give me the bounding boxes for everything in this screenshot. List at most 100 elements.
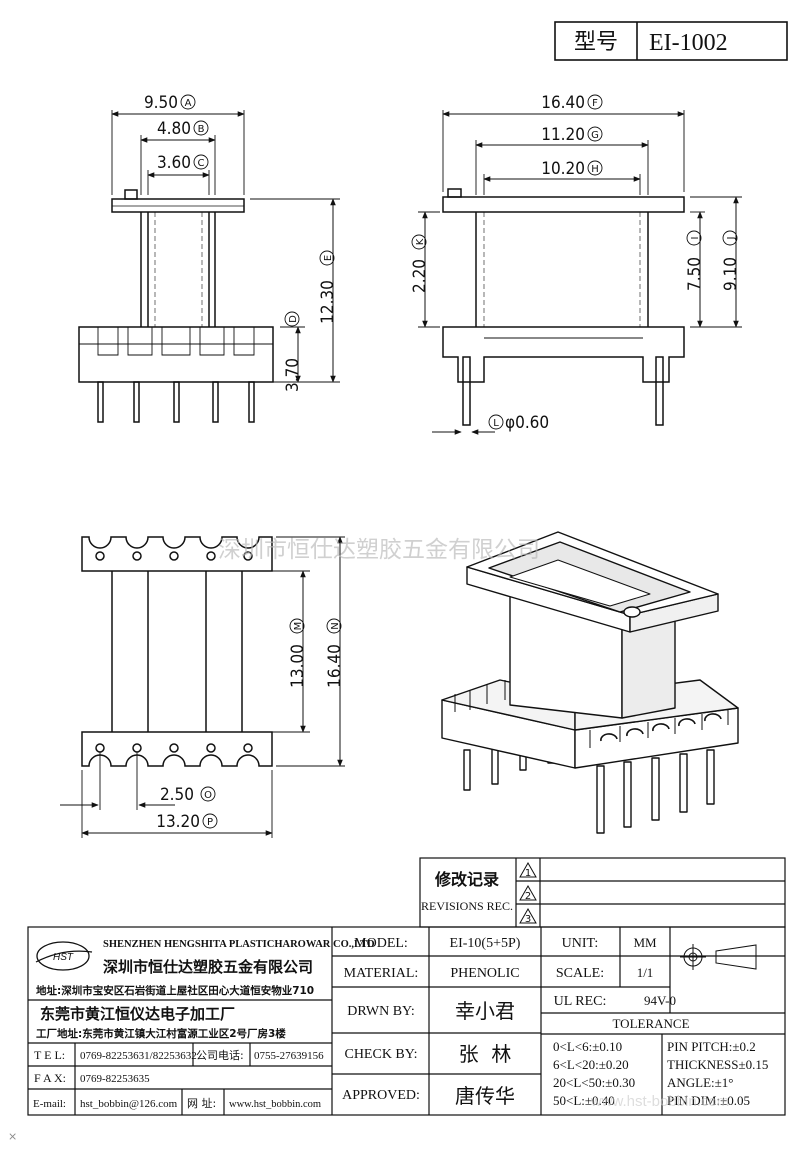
- svg-text:10.20: 10.20: [541, 159, 585, 179]
- web-value: www.hst_bobbin.com: [229, 1099, 321, 1110]
- svg-text:M: M: [293, 622, 304, 631]
- svg-text:B: B: [198, 124, 205, 135]
- tel-value: 0769-82253631/82253632: [80, 1050, 197, 1062]
- company-phone-value: 0755-27639156: [254, 1050, 324, 1062]
- svg-text:O: O: [204, 790, 212, 801]
- drawn-by-value: 幸小君: [455, 999, 515, 1023]
- web-label: 网 址:: [187, 1096, 216, 1110]
- ul-value: 94V-0: [644, 993, 676, 1008]
- tolerance-right-line: PIN PITCH:±0.2: [667, 1039, 756, 1054]
- tolerance-right-line: ANGLE:±1°: [667, 1075, 734, 1090]
- side-view-labels: 16.40 F 11.20 G 10.20 H 7.50 I 9.10 J 2.…: [410, 93, 741, 433]
- revisions-block: [419, 857, 786, 928]
- svg-text:3: 3: [525, 914, 531, 925]
- drawn-by-label: DRWN BY:: [347, 1004, 415, 1019]
- url-watermark: www.hst-bobbin.com: [590, 1093, 729, 1110]
- tolerance-label: TOLERANCE: [612, 1016, 689, 1031]
- dim-label: 4.80 B: [157, 119, 209, 139]
- corner-mark: ×: [8, 1130, 17, 1143]
- dim-label: 9.50 A: [144, 93, 196, 113]
- svg-text:E: E: [323, 255, 334, 261]
- unit-value: MM: [633, 935, 657, 950]
- revision-row: 3: [519, 907, 537, 925]
- dim-label: 16.40 N: [325, 618, 345, 688]
- dim-label: 3.70 D: [283, 311, 303, 392]
- dim-label: 10.20 H: [541, 159, 603, 179]
- approved-value: 唐传华: [455, 1084, 515, 1108]
- tolerance-left-line: 20<L<50:±0.30: [553, 1075, 635, 1090]
- dim-label: 16.40 F: [541, 93, 603, 113]
- svg-text:16.40: 16.40: [325, 644, 345, 688]
- projection-symbol-icon: [680, 944, 757, 970]
- factory-name: 东莞市黄江恒仪达电子加工厂: [40, 1005, 235, 1023]
- model-value: EI-10(5+5P): [450, 936, 521, 951]
- check-by-label: CHECK BY:: [344, 1047, 417, 1062]
- svg-text:A: A: [185, 98, 192, 109]
- model-label: MODEL:: [354, 936, 408, 951]
- revisions-subtitle: REVISIONS REC.: [421, 899, 513, 913]
- scale-value: 1/1: [637, 965, 654, 980]
- tolerance-left-line: 0<L<6:±0.10: [553, 1039, 622, 1054]
- logo-text: HST: [53, 952, 74, 963]
- revisions-title: 修改记录: [434, 870, 499, 889]
- svg-text:K: K: [415, 238, 426, 245]
- tolerance-left-line: 50<L:±0.40: [553, 1093, 615, 1108]
- email-label: E-mail:: [33, 1098, 66, 1110]
- fax-value: 0769-82253635: [80, 1073, 150, 1085]
- check-by-value: 张 林: [459, 1042, 512, 1066]
- svg-text:C: C: [198, 158, 205, 169]
- tolerance-left-line: 6<L<20:±0.20: [553, 1057, 629, 1072]
- dim-label: 2.20 K: [410, 234, 430, 293]
- title-block: [27, 926, 786, 1116]
- dim-label: L φ0.60: [488, 413, 549, 433]
- dim-label: 7.50 I: [685, 230, 705, 291]
- svg-text:3.70: 3.70: [283, 358, 303, 392]
- header-model-value: EI-1002: [649, 30, 728, 56]
- dim-label: 2.50 O: [160, 785, 216, 805]
- model-header: [554, 21, 788, 61]
- svg-text:J: J: [726, 237, 737, 241]
- side-view: [418, 110, 742, 435]
- svg-text:7.50: 7.50: [685, 257, 705, 291]
- svg-text:9.50: 9.50: [144, 93, 178, 113]
- dim-label: 13.00 M: [288, 618, 308, 688]
- company-phone-label: 公司电话:: [196, 1049, 244, 1062]
- svg-text:H: H: [591, 164, 599, 175]
- svg-text:G: G: [591, 130, 599, 141]
- tolerance-right-line: THICKNESS±0.15: [667, 1057, 768, 1072]
- svg-text:9.10: 9.10: [721, 257, 741, 291]
- svg-text:F: F: [592, 98, 598, 109]
- revision-row: 2: [519, 884, 537, 902]
- isometric-view: [441, 531, 739, 834]
- svg-text:16.40: 16.40: [541, 93, 585, 113]
- factory-address: 工厂地址:东莞市黄江镇大江村富源工业区2号厂房3楼: [36, 1027, 286, 1040]
- company-name-en: SHENZHEN HENGSHITA PLASTICHAROWAR CO.,LT…: [103, 939, 375, 950]
- svg-text:2.20: 2.20: [410, 259, 430, 293]
- top-view-labels: 13.00 M 16.40 N 2.50 O 13.20 P: [156, 618, 345, 832]
- svg-text:2: 2: [525, 891, 531, 902]
- svg-text:D: D: [288, 315, 299, 323]
- svg-text:φ0.60: φ0.60: [505, 413, 549, 433]
- ul-label: UL REC:: [554, 994, 607, 1009]
- svg-text:4.80: 4.80: [157, 119, 191, 139]
- material-value: PHENOLIC: [450, 966, 519, 981]
- dim-label: 3.60 C: [157, 153, 209, 173]
- svg-text:13.20: 13.20: [156, 812, 200, 832]
- svg-text:P: P: [207, 817, 213, 828]
- fax-label: F A X:: [34, 1071, 66, 1085]
- tel-label: T E L:: [34, 1048, 65, 1062]
- email-value: hst_bobbin@126.com: [80, 1098, 178, 1110]
- svg-text:1: 1: [525, 868, 531, 879]
- front-view: [78, 110, 340, 423]
- tolerance-right-line: PIN DIM:±0.05: [667, 1093, 750, 1108]
- dim-label: 13.20 P: [156, 812, 218, 832]
- revision-row: 1: [519, 861, 537, 879]
- dim-label: 11.20 G: [541, 125, 603, 145]
- svg-text:13.00: 13.00: [288, 644, 308, 688]
- dim-label: 9.10 J: [721, 230, 741, 291]
- header-model-label: 型号: [574, 30, 618, 55]
- dim-label: 12.30 E: [318, 250, 338, 324]
- material-label: MATERIAL:: [344, 966, 419, 981]
- svg-text:N: N: [330, 622, 341, 629]
